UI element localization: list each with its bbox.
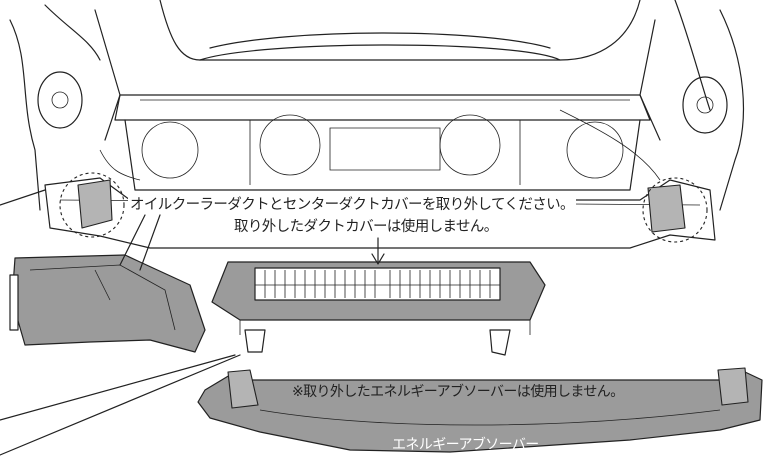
radiator-support (99, 94, 661, 191)
oil-cooler-duct (9, 254, 206, 353)
side-brackets (77, 179, 686, 233)
instruction-line-1: オイルクーラーダクトとセンターダクトカバーを取り外してください。 (128, 193, 576, 214)
center-duct-cover (211, 261, 546, 356)
energy-absorber (197, 367, 763, 453)
headlights (37, 71, 728, 134)
instruction-line-2: 取り外したダクトカバーは使用しません。 (232, 215, 500, 236)
car-body-outline (9, 0, 745, 211)
absorber-note: ※取り外したエネルギーアブソーバーは使用しません。 (292, 384, 624, 400)
absorber-name-label: エネルギーアブソーバー (392, 437, 539, 453)
leader-lines (0, 189, 385, 456)
detail-circles (59, 172, 708, 243)
